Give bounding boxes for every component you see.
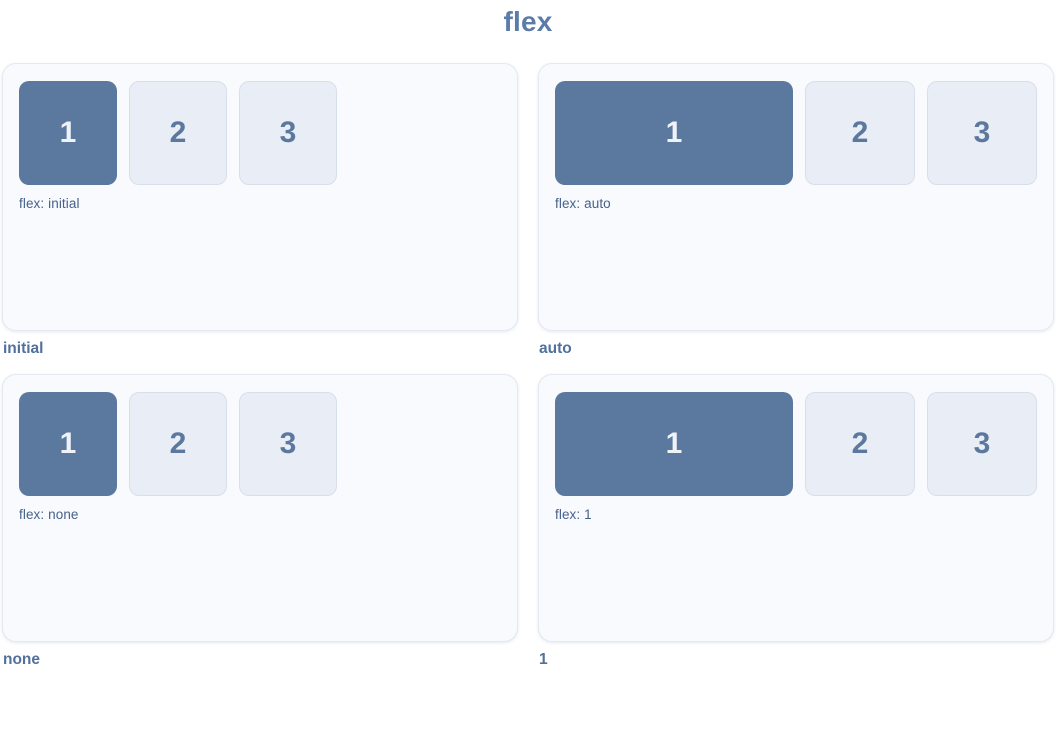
flex-demo-panel-none: 1 2 3 flex: none xyxy=(2,374,518,642)
flex-item-1: 1 xyxy=(19,81,117,185)
panel-caption: initial xyxy=(3,340,44,357)
demo-cell-none: 1 2 3 flex: none none xyxy=(2,374,518,669)
flex-item-1: 1 xyxy=(555,392,793,496)
flex-demo-panel-1: 1 2 3 flex: 1 xyxy=(538,374,1054,642)
flex-item-2: 2 xyxy=(805,81,915,185)
page-title: flex xyxy=(503,6,553,37)
flex-value-label: flex: none xyxy=(19,507,79,522)
flex-item-3: 3 xyxy=(927,392,1037,496)
demo-cell-auto: 1 2 3 flex: auto auto xyxy=(538,63,1054,358)
flex-item-2: 2 xyxy=(805,392,915,496)
flex-container: 1 2 3 xyxy=(555,81,1037,185)
flex-demo-panel-auto: 1 2 3 flex: auto xyxy=(538,63,1054,331)
flex-value-label: flex: initial xyxy=(19,196,80,211)
panel-caption: none xyxy=(3,651,41,668)
flex-container: 1 2 3 xyxy=(19,392,501,496)
flex-container: 1 2 3 xyxy=(555,392,1037,496)
flex-container: 1 2 3 xyxy=(19,81,501,185)
flex-item-1: 1 xyxy=(19,392,117,496)
flex-item-2: 2 xyxy=(129,392,227,496)
flex-item-1: 1 xyxy=(555,81,793,185)
demo-grid: 1 2 3 flex: initial initial 1 2 3 flex: … xyxy=(0,63,1056,669)
flex-value-label: flex: auto xyxy=(555,196,611,211)
flex-item-2: 2 xyxy=(129,81,227,185)
panel-caption: 1 xyxy=(539,651,548,668)
demo-cell-1: 1 2 3 flex: 1 1 xyxy=(538,374,1054,669)
flex-item-3: 3 xyxy=(239,81,337,185)
panel-caption: auto xyxy=(539,340,572,357)
demo-cell-initial: 1 2 3 flex: initial initial xyxy=(2,63,518,358)
flex-item-3: 3 xyxy=(239,392,337,496)
flex-item-3: 3 xyxy=(927,81,1037,185)
flex-value-label: flex: 1 xyxy=(555,507,592,522)
flex-demo-panel-initial: 1 2 3 flex: initial xyxy=(2,63,518,331)
